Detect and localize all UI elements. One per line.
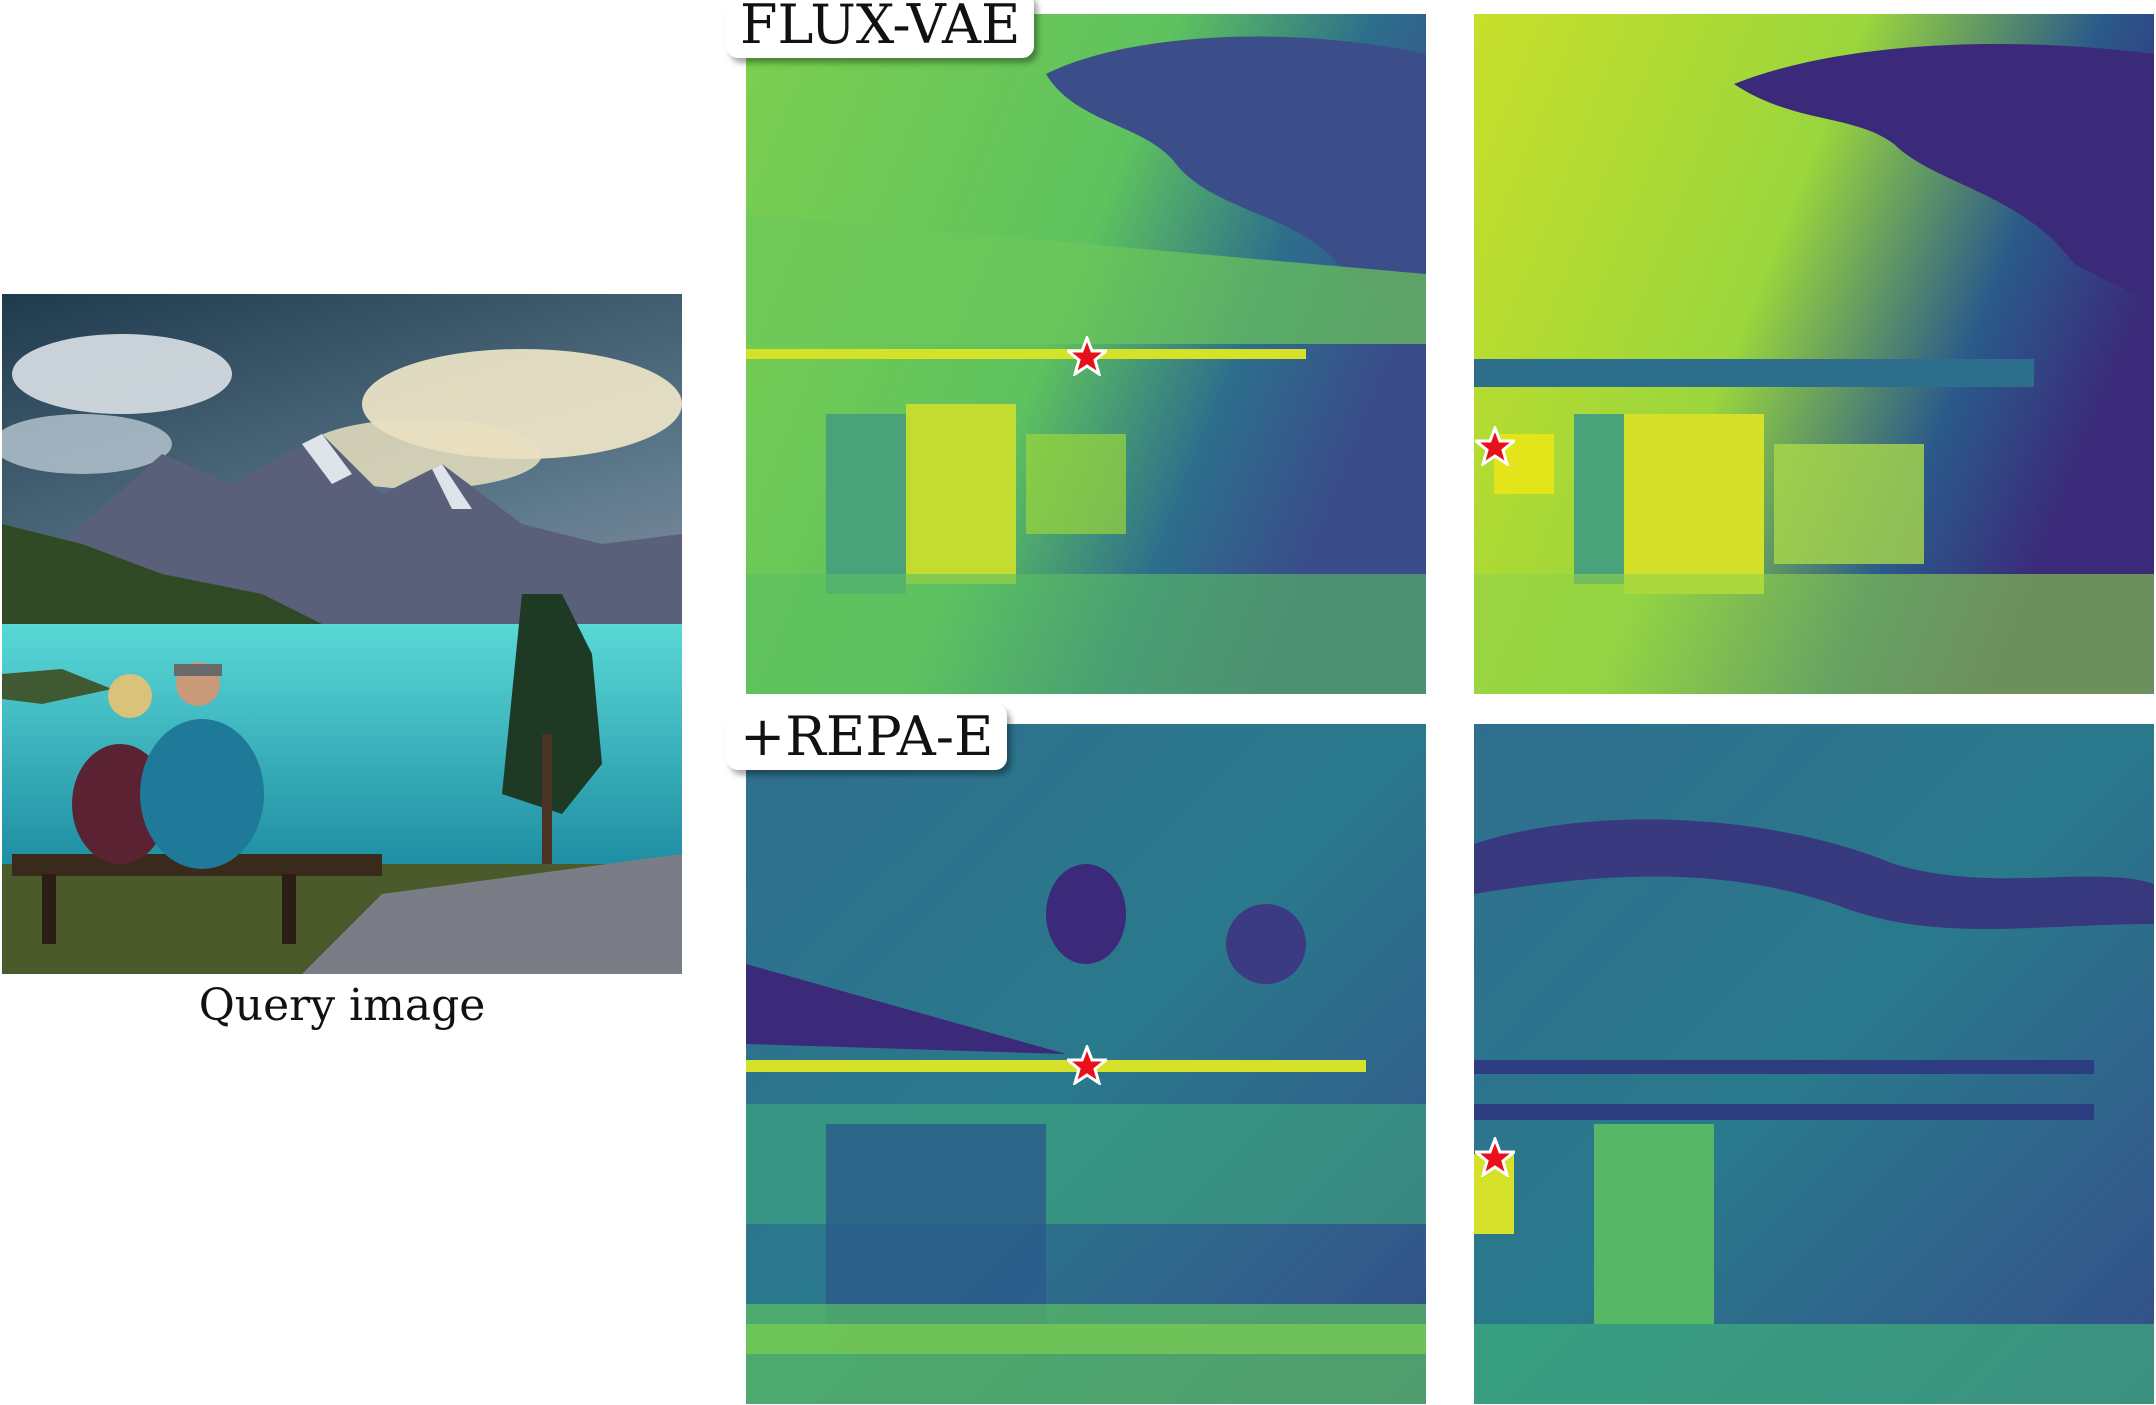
- row-label-flux-vae: FLUX-VAE: [726, 0, 1035, 58]
- flux-vae-similarity-map-2: [1474, 14, 2154, 694]
- query-point-star-icon: [1067, 1045, 1107, 1085]
- query-image-caption: Query image: [198, 980, 486, 1031]
- query-point-star-icon: [1475, 1137, 1515, 1177]
- query-point-star-icon: [1475, 426, 1515, 466]
- flux-vae-similarity-map-1: [746, 14, 1426, 694]
- query-image: [2, 294, 682, 974]
- row-label-repa-e: +REPA-E: [726, 704, 1008, 770]
- query-point-star-icon: [1067, 336, 1107, 376]
- repa-e-similarity-map-2: [1474, 724, 2154, 1404]
